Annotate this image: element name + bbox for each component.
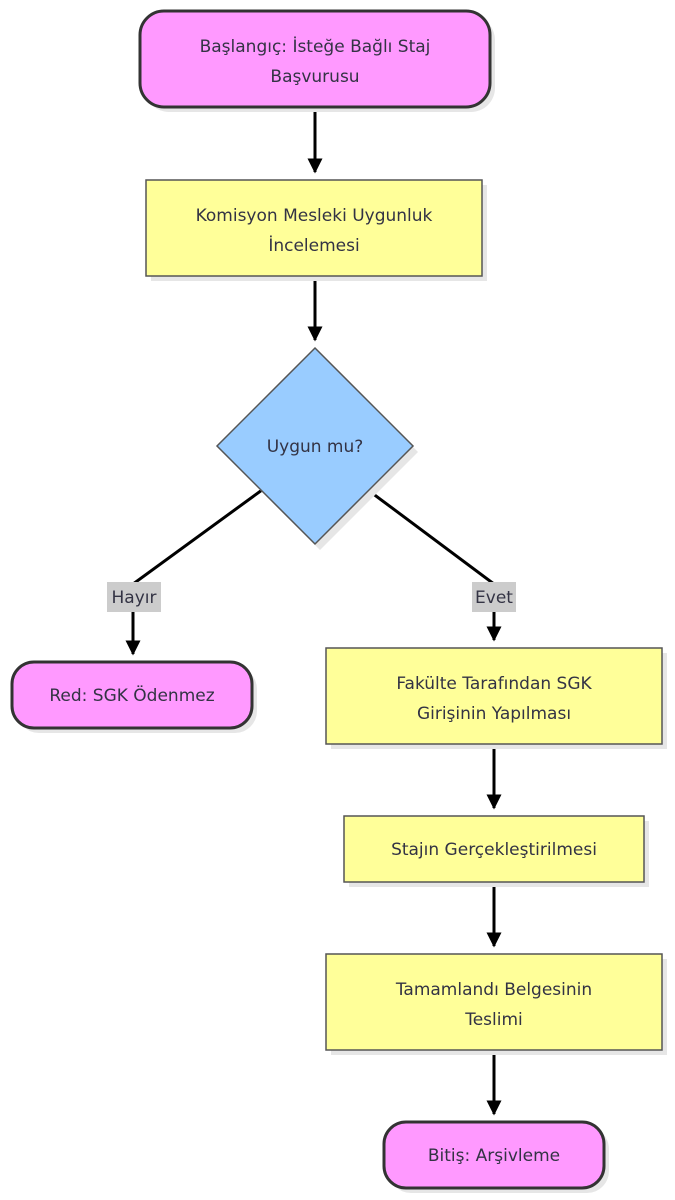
edge-decision-sgk (367, 488, 502, 642)
process-shape (325, 647, 663, 745)
node-label-line: Tamamlandı Belgesinin (395, 980, 592, 1000)
node-decision[interactable]: Uygun mu? (215, 346, 418, 550)
decision-shape (215, 346, 415, 546)
terminal-shape (138, 9, 492, 109)
edge-label-text: Evet (475, 588, 513, 608)
node-label-line: Uygun mu? (267, 437, 364, 457)
process-shape (343, 815, 645, 883)
edge-label-bg (472, 582, 516, 612)
node-label-line: Başlangıç: İsteğe Bağlı Staj (200, 36, 431, 57)
node-label-line: Başvurusu (270, 67, 359, 87)
edge-label-evet: Evet (472, 582, 516, 612)
node-label-line: Stajın Gerçekleştirilmesi (391, 840, 597, 860)
node-internship[interactable]: Stajın Gerçekleştirilmesi (343, 815, 649, 887)
node-label-line: Komisyon Mesleki Uygunluk (196, 206, 433, 226)
process-shape (325, 953, 663, 1051)
node-sgk[interactable]: Fakülte Tarafından SGK Girişinin Yapılma… (325, 647, 667, 749)
node-certificate[interactable]: Tamamlandı Belgesinin Teslimi (325, 953, 667, 1055)
node-end[interactable]: Bitiş: Arşivleme (382, 1120, 609, 1193)
node-label-line: Red: SGK Ödenmez (49, 684, 214, 706)
node-label-line: Girişinin Yapılması (417, 704, 571, 724)
terminal-shape (382, 1120, 606, 1190)
node-reject[interactable]: Red: SGK Ödenmez (10, 660, 257, 733)
edge-label-bg (107, 582, 161, 612)
node-label-line: Fakülte Tarafından SGK (396, 674, 592, 694)
process-shape (145, 179, 483, 277)
terminal-shape (10, 660, 254, 730)
edge-label-hayir: Hayır (107, 582, 161, 612)
node-label-line: İncelemesi (268, 235, 359, 256)
node-start[interactable]: Başlangıç: İsteğe Bağlı Staj Başvurusu (138, 9, 495, 112)
edge-label-text: Hayır (112, 588, 157, 608)
node-label-line: Teslimi (464, 1010, 523, 1030)
node-review[interactable]: Komisyon Mesleki Uygunluk İncelemesi (145, 179, 487, 281)
edge-decision-reject (125, 488, 263, 656)
node-label-line: Bitiş: Arşivleme (428, 1146, 560, 1166)
